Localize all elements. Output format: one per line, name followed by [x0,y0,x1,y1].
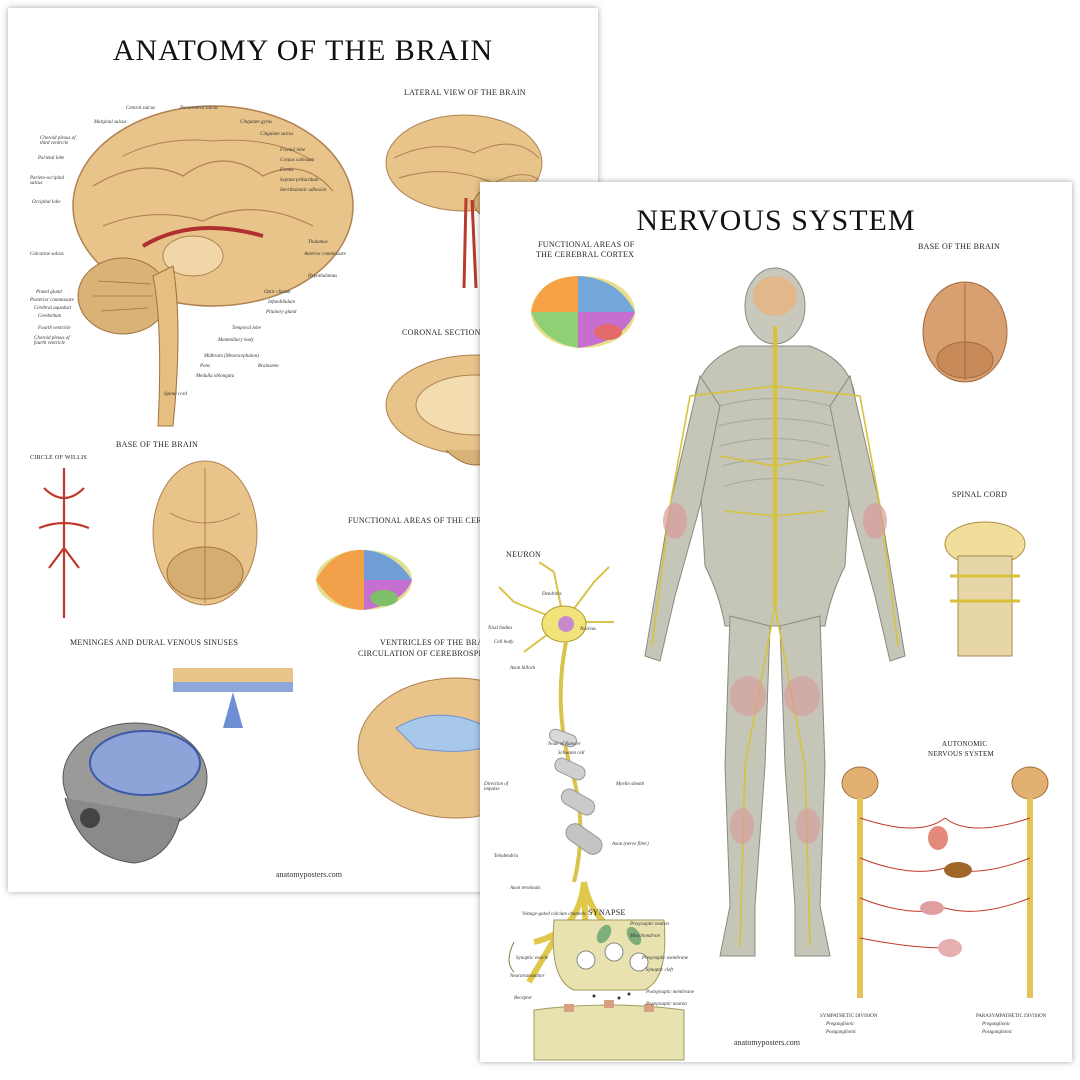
label-fornix: Fornix [280,168,294,173]
label-mitochondrion: Mitochondrion [630,934,660,939]
label-schwann-cell: Schwann cell [558,751,585,756]
nervous-base-brain-illustration [922,281,1008,383]
label-temporal-lobe: Temporal lobe [232,326,261,331]
label-neurotransmitter: Neurotransmitter [510,974,545,979]
label-synaptic-cleft: Synaptic cleft [646,968,674,973]
label-voltage-channels: Voltage-gated calcium channels [522,912,586,917]
synapse-illustration [533,919,685,1061]
label-hypothalamus: Hypothalamus [308,274,338,279]
label-pineal: Pineal gland [36,290,62,295]
section-meninges: MENINGES AND DURAL VENOUS SINUSES [70,638,239,647]
label-interthalamic: Interthalamic adhesion [280,188,327,193]
label-anterior-commissure: Anterior commissure [304,252,346,257]
label-marginal-sulcus: Marginal sulcus [94,120,127,125]
label-parieto-occipital: Parieto-occipital sulcus [30,176,65,186]
section-nervous-base-brain: BASE OF THE BRAIN [918,242,1001,251]
nervous-poster-footer: anatomyposters.com [734,1038,800,1047]
section-ventricles-2: CIRCULATION OF CEREBROSPINA [358,649,494,658]
label-central-sulcus: Central sulcus [126,106,156,111]
label-axon-hillock: Axon hillock [510,666,536,671]
label-cell-body: Cell body [494,640,514,645]
label-corpus-callosum: Corpus callosum [280,158,315,163]
label-septum: Septum pellucidum [280,178,319,183]
label-presynaptic-neuron: Presynaptic neuron [630,922,669,927]
label-spinal-cord: Spinal cord [164,392,188,397]
label-pituitary: Pituitary gland [266,310,297,315]
functional-areas-illustration [316,549,412,610]
section-lateral-view: LATERAL VIEW OF THE BRAIN [404,88,526,97]
section-base-brain: BASE OF THE BRAIN [116,440,199,449]
label-posterior-commissure: Posterior commissure [30,298,74,303]
circle-of-willis-illustration [38,468,90,618]
cortex-functional-illustration [531,276,635,348]
section-coronal: CORONAL SECTION O [402,328,490,337]
label-pons: Pons [200,364,210,369]
label-frontal-lobe: Frontal lobe [280,148,305,153]
label-calcarine: Calcarine sulcus [30,252,64,257]
label-telodendria: Telodendria [494,854,518,859]
label-postsynaptic-neuron: Postsynaptic neuron [646,1002,687,1007]
section-circle-of-willis: CIRCLE OF WILLIS [30,455,88,461]
brain-poster-title: ANATOMY OF THE BRAIN [112,34,494,67]
meninges-illustration [173,668,293,728]
ventricles-illustration [357,677,555,819]
label-fourth-ventricle: Fourth ventricle [38,326,71,331]
section-neuron: NEURON [506,550,542,559]
sagittal-brain-illustration [72,105,354,427]
brain-poster-footer: anatomyposters.com [276,870,342,879]
base-brain-illustration [152,460,258,606]
label-direction-impulse: Direction of impulse [484,782,509,792]
label-axon-terminals: Axon terminals [510,886,541,891]
nervous-poster-title: NERVOUS SYSTEM [636,204,916,237]
section-spinal-cord: SPINAL CORD [952,490,1008,499]
label-cingulate-sulcus: Cingulate sulcus [260,132,294,137]
label-presynaptic-membrane: Presynaptic membrane [642,956,689,961]
label-synaptic-vesicle: Synaptic vesicle [516,956,549,961]
neuron-illustration [498,561,650,984]
legend-postganglionic-red: Postganglionic [826,1030,857,1035]
label-dendrites: Dendrites [542,592,562,597]
spinal-cord-illustration [944,521,1026,657]
label-cerebellum: Cerebellum [38,314,62,319]
label-paracentral-sulcus: Paracentral sulcus [180,106,218,111]
label-node-ranvier: Node of Ranvier [548,742,581,747]
section-autonomic-2: NERVOUS SYSTEM [928,750,995,758]
section-cortex-functional-2: THE CEREBRAL CORTEX [536,250,635,259]
label-medulla: Medulla oblongata [196,374,235,379]
label-parietal-lobe: Parietal lobe [38,156,65,161]
label-cingulate-gyrus: Cingulate gyrus [240,120,273,125]
label-myelin-sheath: Myelin sheath [616,782,645,787]
section-synapse: SYNAPSE [588,908,626,917]
label-nucleus: Nucleus [580,627,597,632]
label-receptor: Receptor [514,996,533,1001]
label-postsynaptic-membrane: Postsynaptic membrane [646,990,694,995]
section-functional-areas: FUNCTIONAL AREAS OF THE CERE [348,516,488,525]
label-choroid-fourth: Choroid plexus of fourth ventricle [34,336,70,346]
legend-sympathetic: SYMPATHETIC DIVISION [820,1014,878,1019]
section-cortex-functional-1: FUNCTIONAL AREAS OF [538,240,635,249]
section-autonomic-1: AUTONOMIC [942,740,988,748]
legend-postganglionic-blue: Postganglionic [982,1030,1013,1035]
nervous-system-poster: NERVOUS SYSTEM FUNCTIONAL AREAS OF THE C… [480,182,1072,1062]
label-midbrain: Midbrain (Mesencephalon) [204,354,259,359]
label-thalamus: Thalamus [308,240,328,245]
label-cerebral-aqueduct: Cerebral aqueduct [34,306,72,311]
label-nissl-bodies: Nissl bodies [488,626,513,631]
label-brainstem: Brainstem [258,364,279,369]
label-occipital-lobe: Occipital lobe [32,200,61,205]
legend-preganglionic-blue: Preganglionic [982,1022,1011,1027]
label-optic-chiasm: Optic chiasm [264,290,291,295]
skull-sinuses-illustration [62,722,208,864]
label-choroid-plexus: Choroid plexus of third ventricle [40,136,76,146]
legend-preganglionic-red: Preganglionic [826,1022,855,1027]
section-ventricles-1: VENTRICLES OF THE BRAI [380,638,487,647]
autonomic-nervous-system-illustration [841,766,1049,998]
label-infundibulum: Infundibulum [268,300,295,305]
label-axon: Axon (nerve fiber) [612,842,649,847]
label-mammillary: Mammillary body [218,338,254,343]
full-body-nervous-system-figure [644,267,906,957]
legend-parasympathetic: PARASYMPATHETIC DIVISION [976,1014,1047,1019]
